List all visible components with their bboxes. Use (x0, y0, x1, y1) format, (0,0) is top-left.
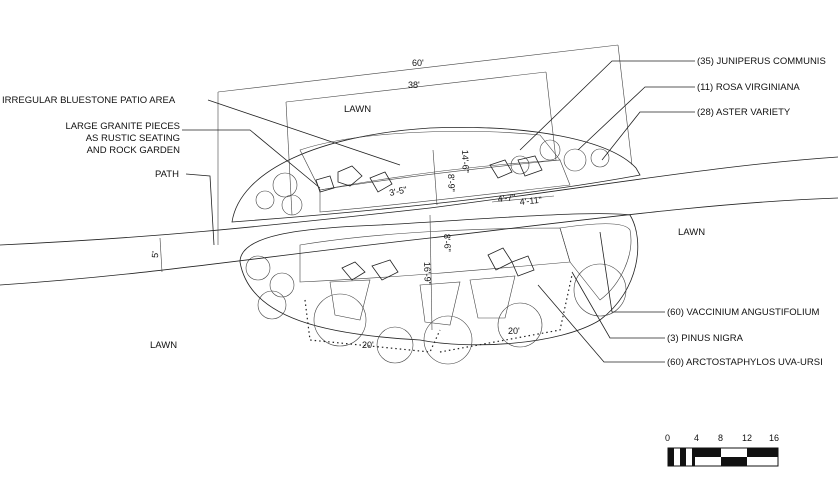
dim-path-width: 5' (150, 251, 160, 258)
dimension-lines (159, 44, 633, 331)
scale-tick-4: 4 (694, 433, 699, 443)
callout-vaccinium: (60) VACCINIUM ANGUSTIFOLIUM (667, 307, 819, 318)
callout-pinus: (3) PINUS NIGRA (667, 333, 744, 344)
lower-garden-bed (239, 213, 639, 346)
scale-tick-8: 8 (718, 433, 723, 443)
label-path: PATH (155, 169, 179, 180)
callout-granite-line2: AS RUSTIC SEATING (86, 133, 180, 144)
scale-tick-16: 16 (769, 433, 779, 443)
scale-bar: 0 4 8 12 16 (665, 433, 779, 467)
dim-step-b: 4'-11" (519, 195, 542, 207)
dim-right-span: 20' (508, 326, 520, 336)
callout-aster: (28) ASTER VARIETY (697, 107, 791, 118)
scale-tick-0: 0 (665, 433, 670, 443)
callout-arctostaphylos: (60) ARCTOSTAPHYLOS UVA-URSI (667, 357, 823, 368)
callout-juniperus: (35) JUNIPERUS COMMUNIS (697, 56, 826, 67)
callout-patio: IRREGULAR BLUESTONE PATIO AREA (2, 95, 176, 106)
callout-granite-line3: AND ROCK GARDEN (87, 145, 181, 156)
granite-pieces (315, 155, 543, 281)
callout-granite-line1: LARGE GRANITE PIECES (65, 121, 180, 132)
dim-seat-gap: 3'-5" (388, 184, 408, 198)
callout-rosa: (11) ROSA VIRGINIANA (697, 82, 800, 93)
dim-upper-depth: 14'-6" (460, 150, 471, 173)
dim-lower-small: 16'-9" (422, 262, 433, 285)
dim-left-span: 20' (362, 340, 374, 350)
dim-lower-depth: 8'-6" (442, 234, 453, 252)
label-lawn-right: LAWN (678, 227, 705, 238)
dim-step-a: 4'-7" (497, 192, 516, 204)
dim-patio-width: 38' (408, 80, 420, 90)
shrub-clusters (245, 139, 627, 365)
scale-tick-12: 12 (742, 433, 752, 443)
label-lawn-top: LAWN (344, 104, 371, 115)
plant-spacing-dotted (304, 274, 573, 353)
dim-overall-width: 60' (412, 58, 424, 68)
upper-garden-bed (231, 127, 641, 223)
label-lawn-left: LAWN (150, 340, 177, 351)
dim-upper-small: 8'-9" (446, 174, 457, 192)
callout-leaders (182, 60, 695, 363)
path-edges (0, 156, 838, 286)
